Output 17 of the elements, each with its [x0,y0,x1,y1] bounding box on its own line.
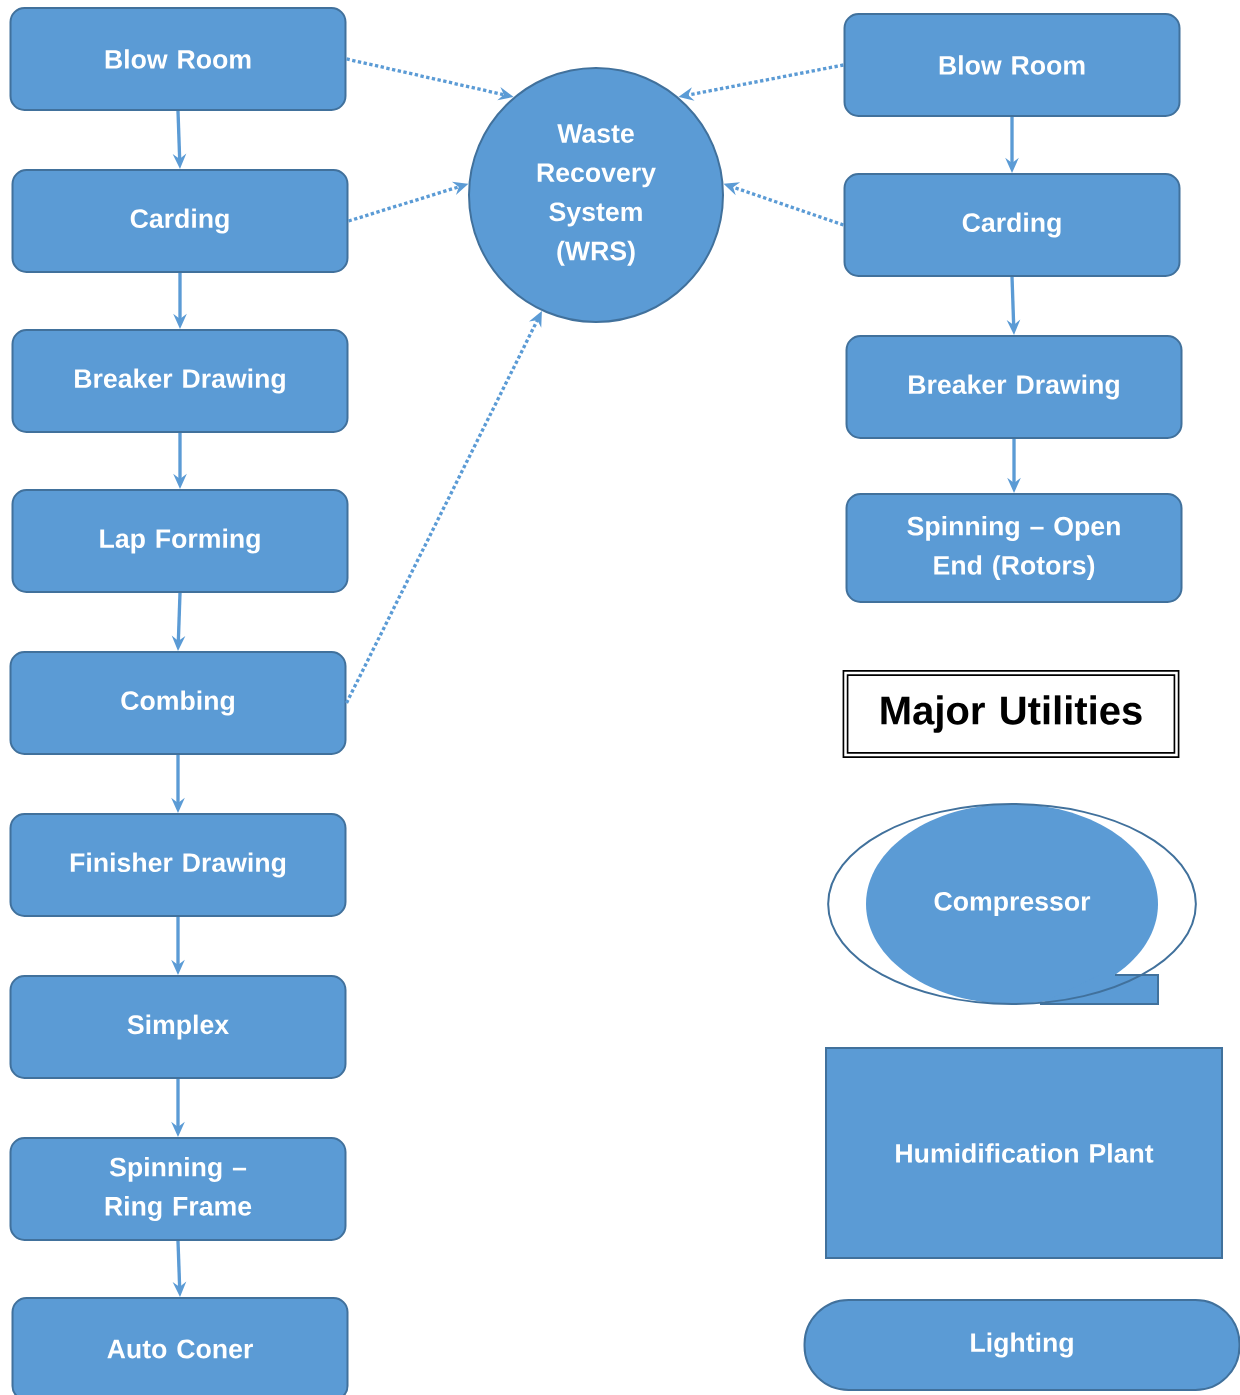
process-box: Carding [11,169,349,273]
process-box: Breaker Drawing [845,335,1183,439]
process-box: Spinning – Open End (Rotors) [845,493,1183,603]
process-box: Lap Forming [11,489,349,593]
process-box: Auto Coner [11,1297,349,1395]
utility-box: Humidification Plant [825,1047,1223,1259]
process-box: Breaker Drawing [11,329,349,433]
process-box: Finisher Drawing [9,813,347,917]
speech-bubble: Compressor [827,803,1197,1005]
rounded-box: Lighting [803,1299,1240,1391]
process-box: Blow Room [843,13,1181,117]
process-box: Blow Room [9,7,347,111]
process-box: Combing [9,651,347,755]
process-box: Simplex [9,975,347,1079]
process-box: Spinning – Ring Frame [9,1137,347,1241]
heading-box: Major Utilities [842,670,1180,758]
process-box: Carding [843,173,1181,277]
